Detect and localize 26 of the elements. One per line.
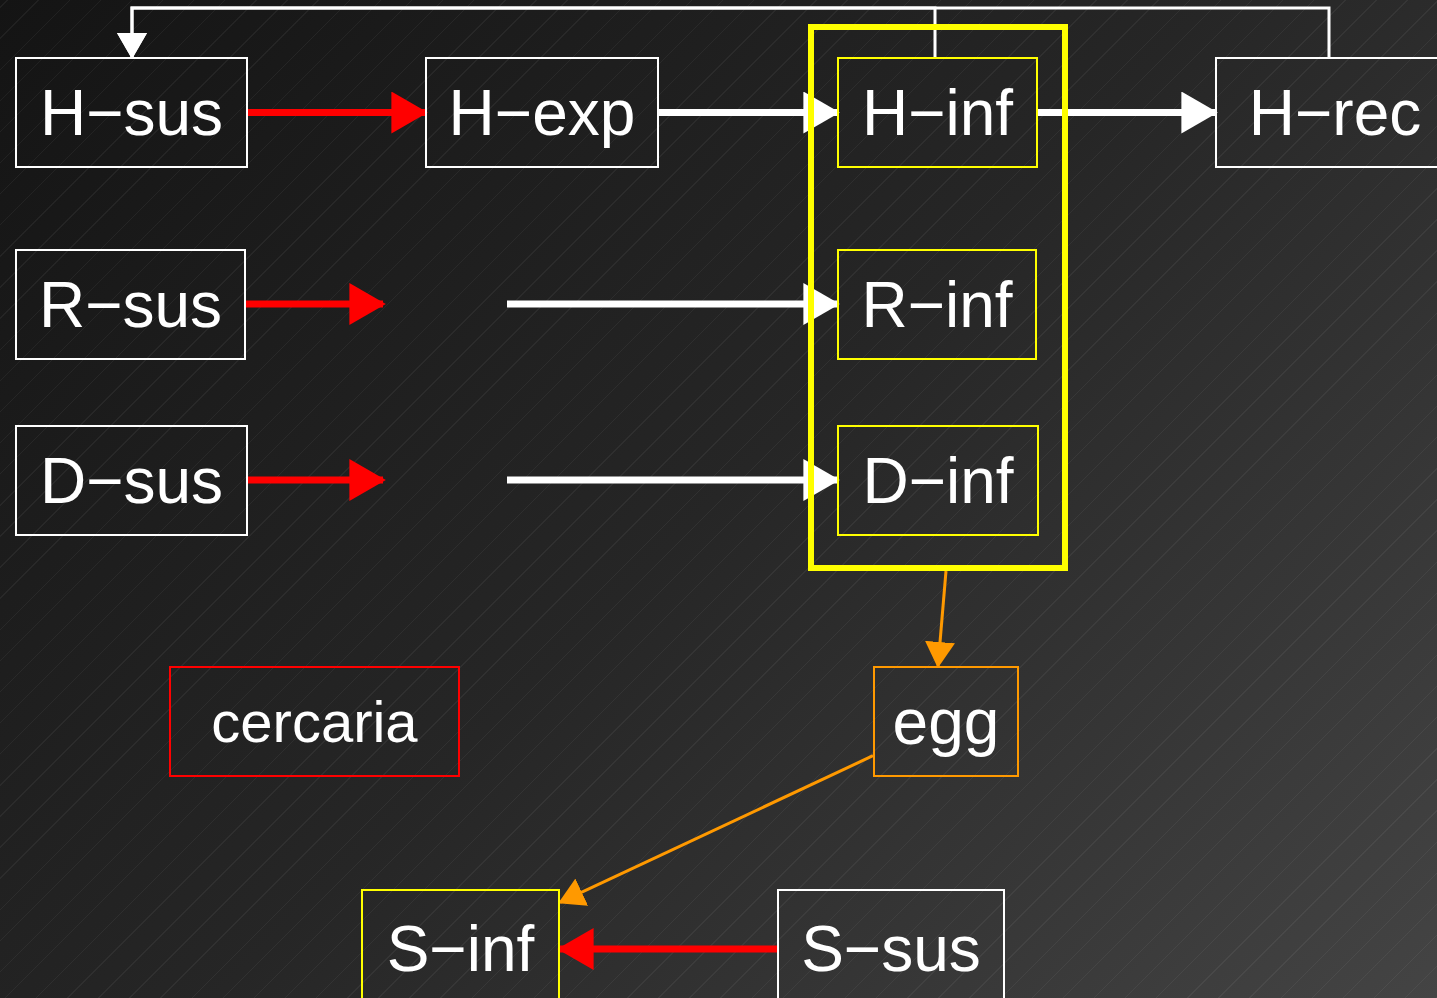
- state-label: D−inf: [862, 448, 1014, 513]
- state-label: R−sus: [38, 272, 223, 337]
- state-box: [15, 425, 248, 536]
- arrow: [558, 754, 874, 906]
- state-box: [873, 666, 1019, 777]
- state-label: D−sus: [39, 448, 224, 513]
- state-box: [837, 425, 1039, 536]
- state-label: H−sus: [39, 80, 224, 145]
- state-label: R−inf: [861, 272, 1013, 337]
- state-box: [169, 666, 460, 777]
- state-box: [425, 57, 659, 168]
- state-box: [837, 57, 1038, 168]
- state-box: [15, 249, 246, 360]
- state-label: H−inf: [861, 80, 1014, 145]
- arrow: [117, 6, 937, 59]
- state-box: [777, 889, 1005, 998]
- state-label: S−inf: [386, 917, 535, 981]
- arrow: [925, 570, 955, 668]
- group-box: [808, 24, 1068, 571]
- state-label: S−sus: [801, 917, 981, 981]
- state-box: [1215, 57, 1437, 168]
- state-box: [837, 249, 1037, 360]
- state-label: H−rec: [1248, 80, 1422, 145]
- state-box: [361, 889, 560, 998]
- state-box: [15, 57, 248, 168]
- state-label: cercaria: [211, 692, 418, 751]
